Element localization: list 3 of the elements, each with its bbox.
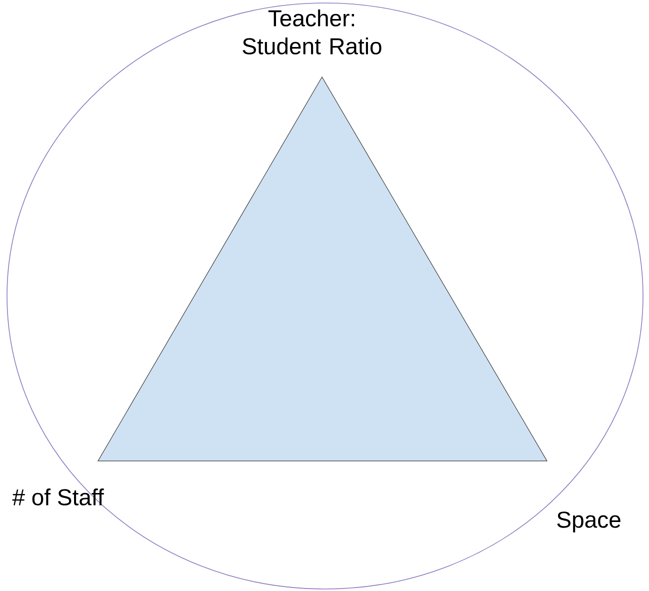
vertex-label: # of Staff [12, 488, 104, 506]
vertex-label: Teacher: Student Ratio [242, 10, 382, 54]
vertex-label: Space [557, 512, 620, 532]
